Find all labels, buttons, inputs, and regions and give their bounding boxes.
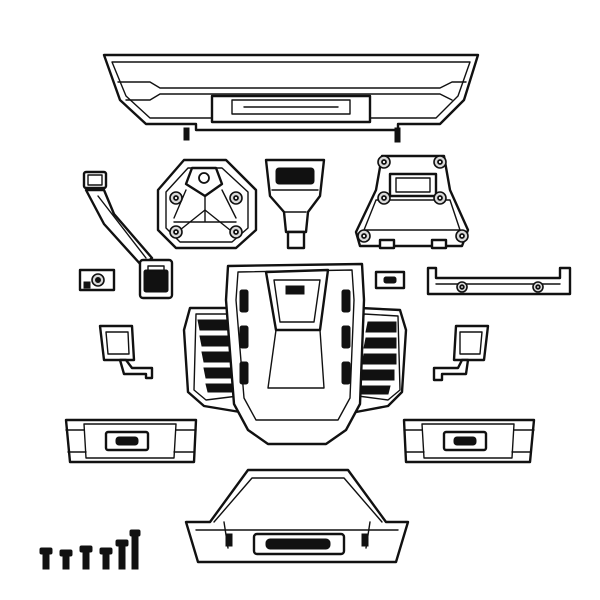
screw-set bbox=[39, 529, 141, 570]
winch-mount-plate bbox=[354, 154, 470, 250]
hood-scoop bbox=[224, 262, 366, 446]
hood-hinge-bracket bbox=[156, 158, 258, 250]
rear-tow-bar bbox=[426, 266, 572, 296]
rear-bumper-bottom bbox=[184, 468, 410, 564]
steering-link-arm bbox=[82, 170, 174, 300]
side-step-right bbox=[402, 418, 536, 464]
small-mount-bracket-left bbox=[78, 268, 116, 292]
side-step-left bbox=[64, 418, 198, 464]
side-mirror-right bbox=[432, 324, 490, 382]
front-bumper-top bbox=[102, 53, 480, 143]
small-mount-bracket-center bbox=[374, 270, 406, 290]
hood-latch-block bbox=[264, 158, 326, 250]
side-mirror-left bbox=[98, 324, 154, 380]
